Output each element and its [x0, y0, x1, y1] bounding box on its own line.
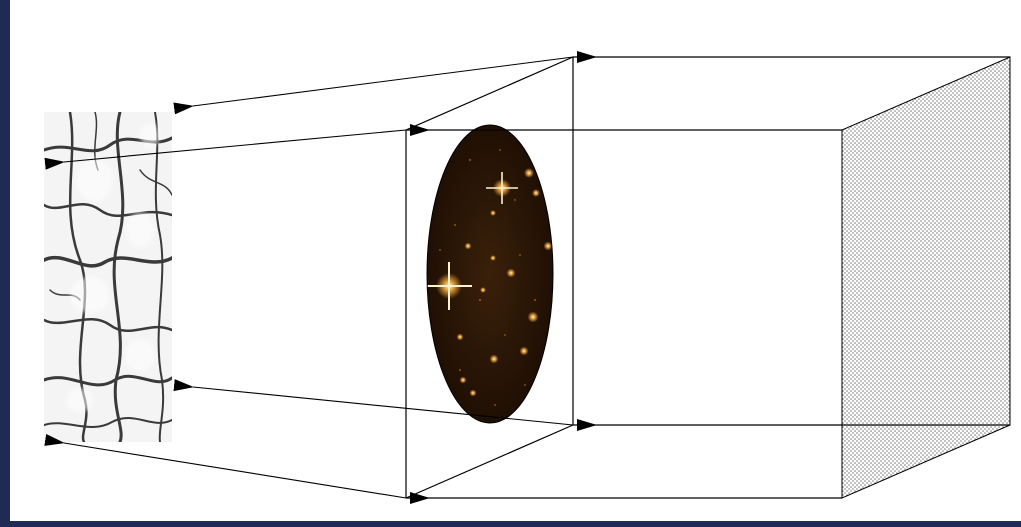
arrow-line — [173, 379, 574, 426]
frame-left-border — [0, 0, 10, 527]
bright-star — [486, 172, 518, 204]
bright-star — [427, 262, 472, 310]
box-edge — [405, 56, 574, 131]
star-field-outline — [426, 124, 554, 424]
star-field-image — [427, 125, 553, 423]
arrow-line — [44, 129, 407, 170]
projection-arrows — [44, 51, 1010, 504]
cosmic-web-image — [44, 112, 172, 442]
box-edge — [405, 424, 574, 499]
frame-bottom-border — [0, 521, 1021, 527]
arrow-line — [44, 434, 407, 499]
dotted-back-face — [841, 56, 1011, 499]
arrow-line — [173, 56, 574, 115]
